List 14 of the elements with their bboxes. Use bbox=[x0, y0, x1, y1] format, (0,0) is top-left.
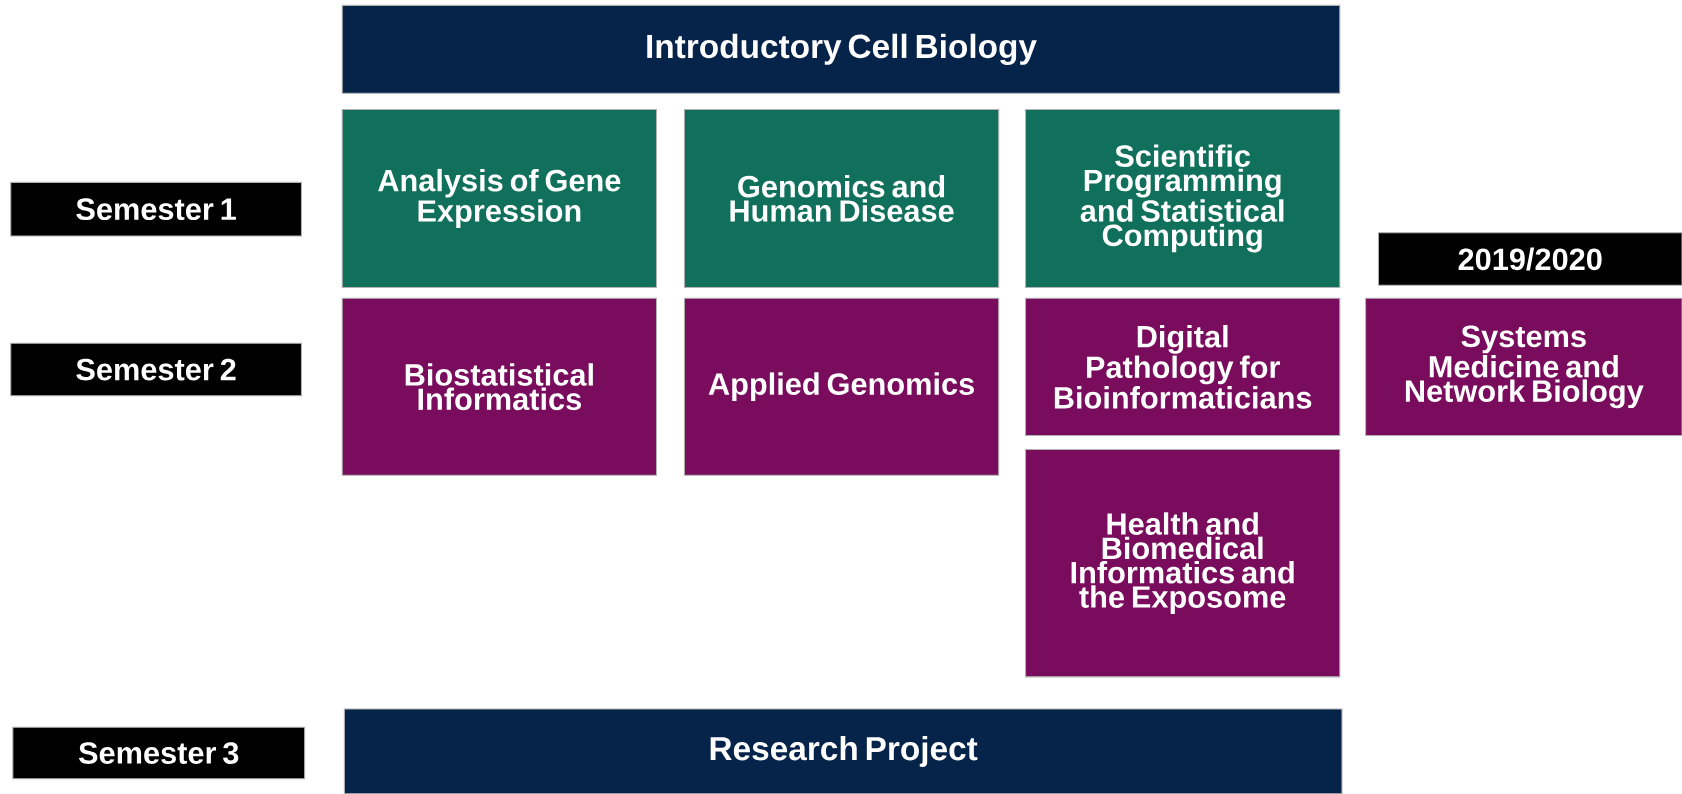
course-banner: Research Project bbox=[343, 708, 1343, 794]
module-box: Genomics and Human Disease bbox=[683, 108, 1000, 288]
module-box: Applied Genomics bbox=[683, 297, 1000, 476]
semester-label: Semester 3 bbox=[12, 726, 306, 780]
module-box: Health and Biomedical Informatics and the Exposome bbox=[1025, 448, 1341, 678]
module-box: Digital Pathology for Bioinformaticians bbox=[1025, 297, 1341, 437]
module-box: Biostatistical Informatics bbox=[341, 297, 658, 476]
semester-label: Semester 2 bbox=[10, 342, 302, 397]
module-box: Scientific Programming and Statistical Computing bbox=[1025, 108, 1341, 288]
semester-label: Semester 1 bbox=[10, 181, 302, 237]
module-box: Analysis of Gene Expression bbox=[341, 108, 658, 288]
module-box: Systems Medicine and Network Biology bbox=[1365, 297, 1682, 437]
year-label: 2019/2020 bbox=[1377, 232, 1682, 286]
course-banner: Introductory Cell Biology bbox=[341, 4, 1341, 94]
